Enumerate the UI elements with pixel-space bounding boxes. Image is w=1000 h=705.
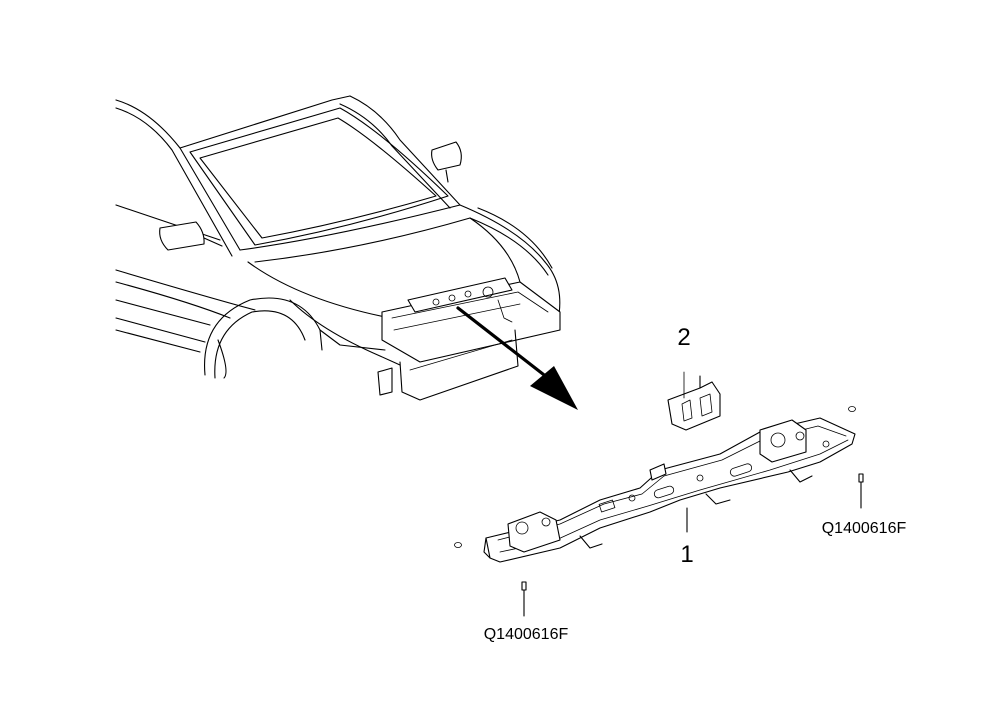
callout-1-label: 1: [680, 541, 693, 568]
loose-clips: [454, 406, 856, 548]
part-2-bracket: [667, 371, 721, 431]
part-code-left: Q1400616F: [484, 626, 569, 643]
vehicle-front-illustration: [115, 95, 561, 401]
fastener-right: [858, 473, 864, 509]
callout-2-label: 2: [677, 324, 690, 351]
direction-arrow: [456, 306, 578, 410]
fastener-left: [521, 581, 527, 617]
part-code-right: Q1400616F: [822, 520, 907, 537]
part-1-upper-member: [483, 417, 856, 563]
